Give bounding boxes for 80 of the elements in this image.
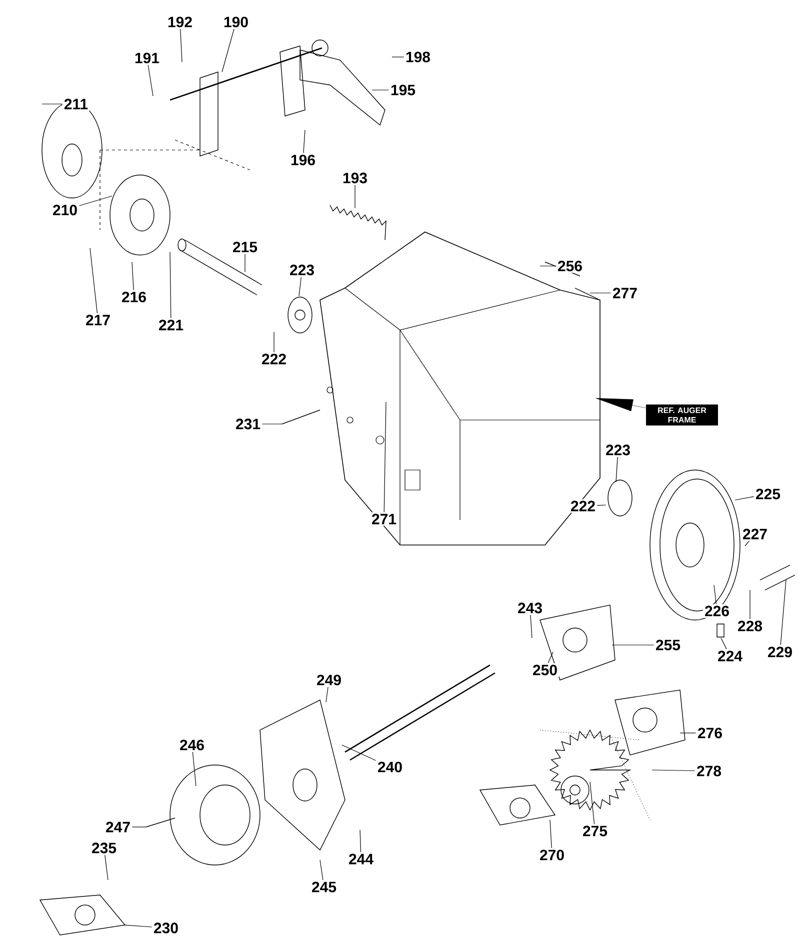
leader-line bbox=[596, 504, 606, 506]
leader-line bbox=[780, 580, 786, 646]
leader-line bbox=[192, 752, 196, 786]
leader-line bbox=[744, 540, 750, 546]
leader-line bbox=[342, 744, 376, 761]
callout-number: 278 bbox=[694, 764, 723, 778]
callout-number: 277 bbox=[610, 286, 639, 300]
callout-number: 244 bbox=[346, 852, 376, 866]
callout-number: 229 bbox=[766, 645, 794, 659]
callout-number: 256 bbox=[556, 259, 584, 273]
callout-number: 222 bbox=[568, 499, 597, 513]
callout-number: 255 bbox=[654, 638, 682, 652]
callout-number: 190 bbox=[222, 15, 250, 29]
leader-line bbox=[132, 262, 134, 290]
callout-number: 222 bbox=[260, 352, 288, 366]
leader-line bbox=[90, 248, 98, 314]
callout-number: 193 bbox=[341, 171, 370, 185]
callout-number: 211 bbox=[62, 97, 90, 111]
leader-line bbox=[530, 614, 532, 638]
callout-number: 276 bbox=[696, 726, 724, 740]
leader-line bbox=[616, 456, 618, 482]
leader-line bbox=[104, 854, 108, 880]
callout-number: 192 bbox=[166, 15, 194, 29]
leader-line bbox=[360, 830, 362, 852]
leader-line bbox=[550, 820, 552, 848]
leader-line bbox=[590, 782, 595, 824]
callout-number: 210 bbox=[50, 203, 80, 217]
callout-number: 240 bbox=[376, 760, 404, 774]
leader-line bbox=[320, 860, 324, 880]
leader-line bbox=[298, 276, 302, 296]
leader-line bbox=[78, 196, 112, 206]
leader-line bbox=[124, 924, 152, 928]
callout-number: 227 bbox=[740, 527, 769, 541]
callout-number: 270 bbox=[538, 848, 566, 862]
callout-number: 247 bbox=[104, 820, 132, 834]
leader-line bbox=[612, 644, 654, 646]
callout-number: 224 bbox=[716, 649, 744, 663]
pointer-arrow bbox=[596, 398, 646, 412]
leader-line bbox=[720, 638, 727, 650]
callout-number: 226 bbox=[703, 604, 732, 618]
callout-number: 221 bbox=[156, 318, 186, 332]
leader-line bbox=[384, 402, 386, 512]
callout-number: 246 bbox=[178, 738, 206, 752]
leader-line bbox=[354, 184, 356, 208]
leader-line bbox=[734, 496, 754, 500]
callout-number: 223 bbox=[604, 443, 632, 457]
callout-number: 243 bbox=[516, 601, 544, 615]
callout-number: 245 bbox=[310, 880, 338, 894]
callout-number: 249 bbox=[314, 673, 344, 687]
callout-number: 231 bbox=[234, 417, 262, 431]
leader-line bbox=[326, 686, 328, 702]
callout-number: 225 bbox=[754, 487, 782, 501]
leader-line bbox=[714, 584, 716, 604]
leader-line bbox=[652, 770, 696, 772]
leader-line bbox=[244, 254, 246, 272]
leader-line bbox=[680, 732, 696, 734]
leader-line bbox=[548, 652, 554, 664]
callout-number: 196 bbox=[288, 153, 317, 167]
leader-line bbox=[392, 56, 404, 58]
leader-line bbox=[132, 826, 146, 828]
callout-number: 191 bbox=[132, 51, 162, 65]
callout-number: 271 bbox=[370, 512, 398, 526]
callout-number: 223 bbox=[288, 263, 316, 277]
leader-line bbox=[590, 292, 612, 294]
leader-line bbox=[180, 28, 182, 62]
callout-number: 217 bbox=[84, 313, 112, 327]
callout-number: 230 bbox=[152, 921, 180, 935]
callout-number: 195 bbox=[388, 83, 418, 97]
callout-number: 215 bbox=[230, 240, 260, 254]
callout-number: 275 bbox=[580, 824, 610, 838]
leader-line bbox=[303, 130, 306, 154]
leader-line bbox=[148, 64, 154, 96]
leader-line bbox=[222, 28, 234, 72]
reference-box: REF. AUGER FRAME bbox=[646, 404, 718, 426]
callout-number: 228 bbox=[736, 619, 764, 633]
callout-number: 235 bbox=[90, 841, 118, 855]
leader-line bbox=[170, 252, 172, 318]
callout-number: 250 bbox=[530, 663, 560, 677]
callout-number: 198 bbox=[404, 50, 432, 64]
callout-number: 216 bbox=[120, 290, 148, 304]
